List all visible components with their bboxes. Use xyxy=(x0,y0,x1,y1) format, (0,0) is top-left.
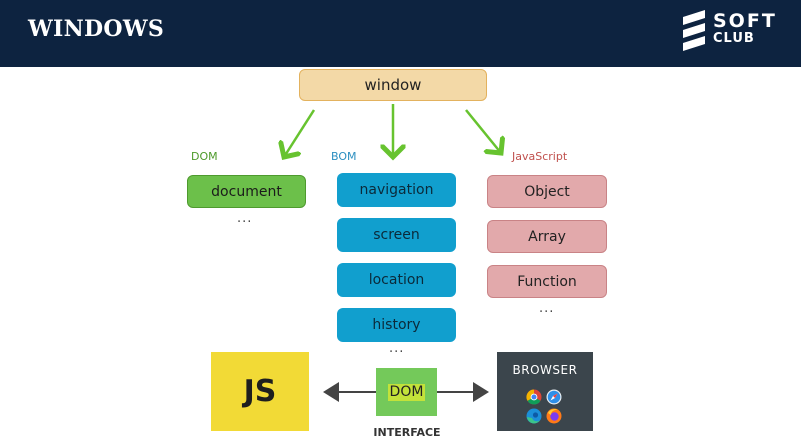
dom-node-document: document xyxy=(187,175,306,208)
js-node-object: Object xyxy=(487,175,607,208)
browser-icons-group xyxy=(524,388,566,426)
soft-club-logo-mark-icon xyxy=(683,10,705,51)
interface-label: INTERFACE xyxy=(373,426,441,439)
dom-interface-box: DOM xyxy=(376,368,437,416)
header-bar: WINDOWS SOFT CLUB xyxy=(0,0,801,67)
firefox-icon xyxy=(546,408,562,424)
arrow-to-dom xyxy=(284,109,316,157)
safari-icon xyxy=(546,389,562,405)
logo-text-club: CLUB xyxy=(713,31,755,46)
window-node: window xyxy=(299,69,487,101)
bom-node-screen: screen xyxy=(337,218,456,252)
dom-more-ellipsis: ... xyxy=(237,211,253,226)
edge-icon xyxy=(526,408,542,424)
javascript-logo-text: JS xyxy=(243,374,277,409)
dom-category-label: DOM xyxy=(191,150,218,163)
bom-more-ellipsis: ... xyxy=(389,341,405,356)
bom-node-location: location xyxy=(337,263,456,297)
page-title: WINDOWS xyxy=(28,16,165,42)
js-node-array: Array xyxy=(487,220,607,253)
logo-text-soft: SOFT xyxy=(713,10,777,32)
arrow-to-javascript xyxy=(465,109,501,153)
javascript-logo: JS xyxy=(211,352,309,431)
javascript-category-label: JavaScript xyxy=(512,150,568,163)
bom-node-navigation: navigation xyxy=(337,173,456,207)
bom-node-history: history xyxy=(337,308,456,342)
dom-interface-text: DOM xyxy=(387,383,426,401)
bom-category-label: BOM xyxy=(331,150,357,163)
js-node-function: Function xyxy=(487,265,607,298)
chrome-icon xyxy=(526,389,542,405)
browser-box: BROWSER xyxy=(497,352,593,431)
browser-label: BROWSER xyxy=(512,363,578,377)
js-more-ellipsis: ... xyxy=(539,301,555,316)
soft-club-logo: SOFT CLUB xyxy=(679,9,789,53)
